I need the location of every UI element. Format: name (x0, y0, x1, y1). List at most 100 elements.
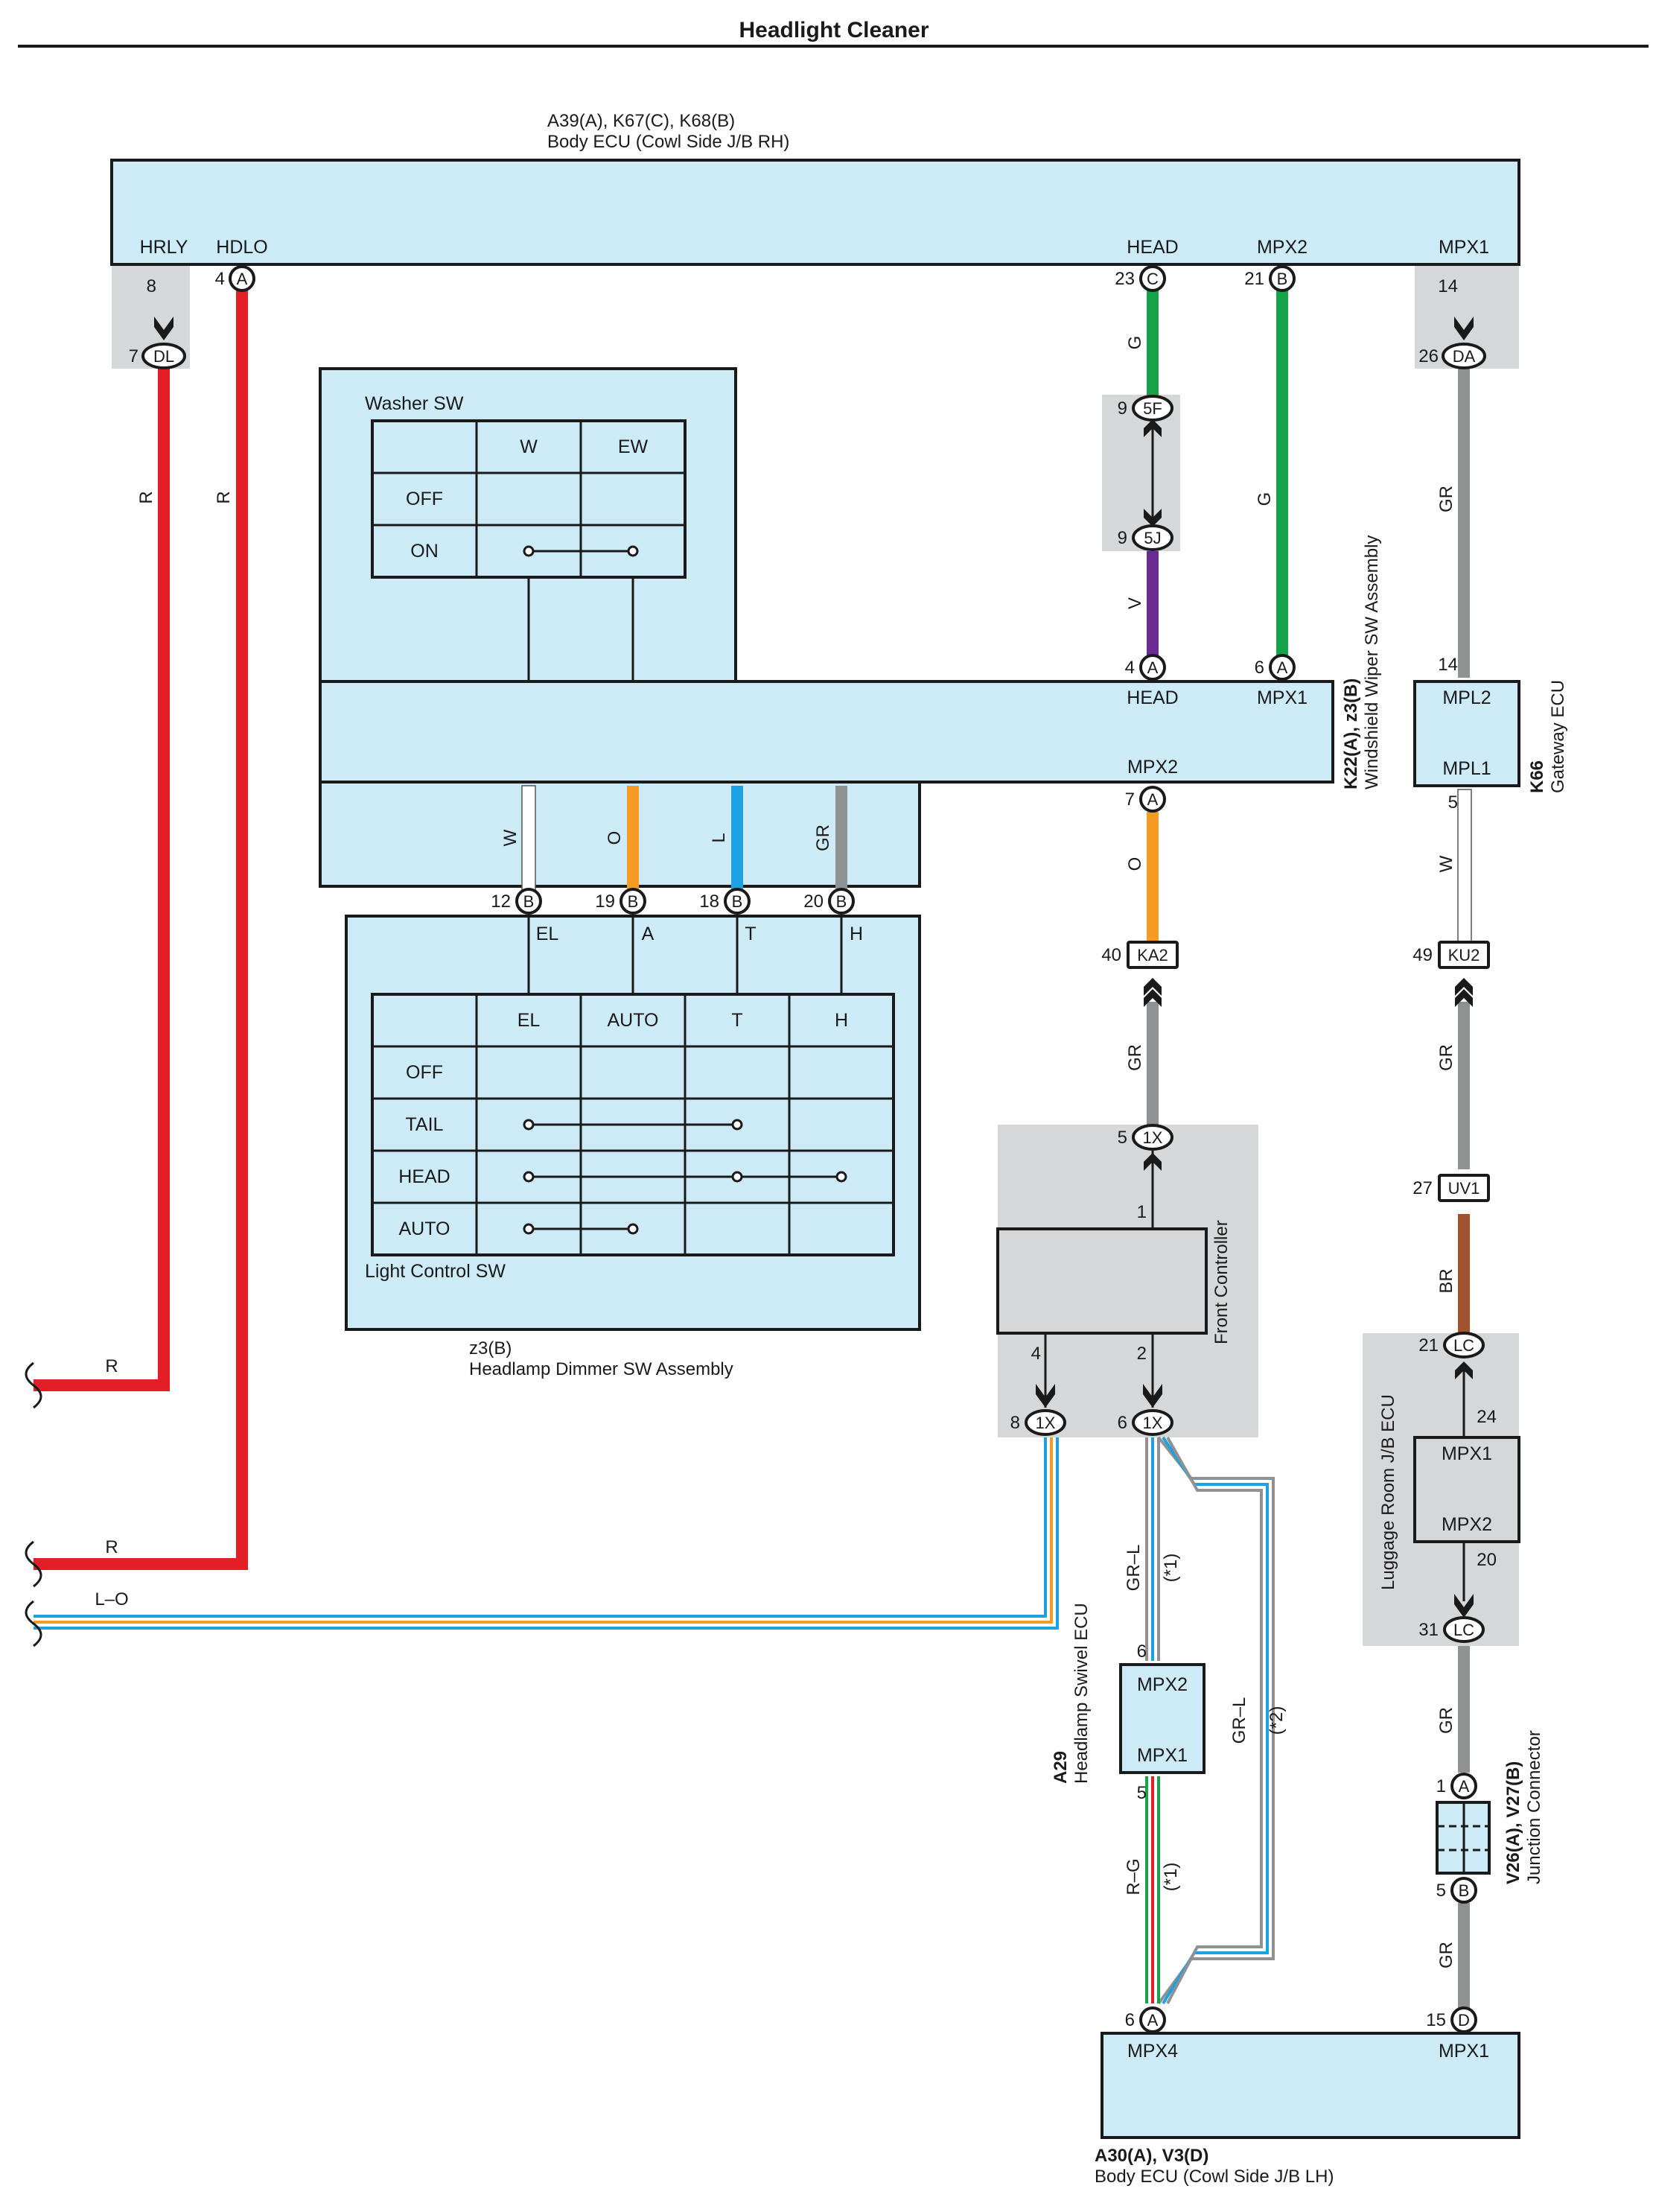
connector-letters: DL A C B DA 5F 5J A A A B B B B KA2 KU2 … (153, 270, 1480, 2030)
conn-a2 (1139, 654, 1166, 681)
cl-b1: B (1277, 270, 1288, 288)
cl-a1: A (237, 270, 248, 288)
body-ecu-rh-ref: A39(A), K67(C), K68(B) (547, 111, 735, 131)
arrow-ka2 (1144, 978, 1162, 1007)
pin-numbers: 8 7 4 23 21 14 26 9 9 4 6 14 7 5 12 19 1… (129, 269, 1497, 2030)
pin-6: 6 (1255, 658, 1264, 678)
pin-24: 24 (1477, 1407, 1497, 1427)
conn-ku2 (1438, 941, 1490, 969)
lc-term-h: H (850, 924, 863, 944)
cl-uv1: UV1 (1448, 1179, 1480, 1198)
connectors (141, 265, 1490, 2033)
cl-b3: B (628, 892, 639, 911)
conn-uv1 (1438, 1174, 1490, 1202)
pin-8: 8 (147, 276, 156, 296)
conn-lc1 (1443, 1332, 1485, 1358)
cl-b4: B (732, 892, 743, 911)
wlbl-r4: R (105, 1537, 118, 1557)
swivel-term-mpx1: MPX1 (1137, 1745, 1188, 1766)
conn-b2 (515, 888, 542, 915)
cl-lc1: LC (1453, 1336, 1474, 1355)
gateway-term-mpl2: MPL2 (1442, 687, 1491, 708)
luggage-ecu (1413, 1436, 1520, 1543)
washer-row-off: OFF (406, 489, 443, 509)
arrow-ku2 (1455, 978, 1473, 1007)
break-marks (25, 1361, 42, 1647)
shade-5f5j (1102, 395, 1180, 551)
junction-name: Junction Connector (1524, 1730, 1544, 1884)
conn-d (1450, 2006, 1477, 2033)
arrow-5f (1144, 419, 1162, 437)
cl-1x-a: 1X (1143, 1128, 1163, 1147)
washer-on-contact (523, 545, 639, 557)
dimmer-ref: z3(B) (469, 1338, 512, 1358)
lc-row-tail: TAIL (406, 1114, 444, 1135)
lc-term-a: A (642, 924, 654, 944)
pin-26: 26 (1418, 346, 1439, 366)
junction-connector (1436, 1801, 1491, 1875)
wire-red-hrly (34, 369, 170, 1391)
wlbl-grl2: GR–L (1229, 1697, 1249, 1744)
gateway-name: Gateway ECU (1548, 680, 1568, 793)
wlbl-n1: (*1) (1161, 1554, 1181, 1583)
pin-6d: 6 (1125, 2010, 1135, 2030)
conn-a4 (1139, 786, 1166, 813)
conn-b3 (620, 888, 646, 915)
pin-21b: 21 (1418, 1335, 1439, 1356)
wlbl-o1: O (605, 831, 625, 845)
conn-b1 (1269, 265, 1296, 292)
conn-b6 (1450, 1877, 1477, 1904)
pin-12: 12 (491, 892, 511, 912)
wlbl-r1: R (136, 491, 156, 503)
wlbl-gr2: GR (813, 824, 833, 851)
cl-lc2: LC (1453, 1621, 1474, 1639)
wire-lo-stripe (34, 1437, 1053, 1624)
arrow-marks (154, 317, 1474, 1618)
pin-4: 4 (215, 269, 225, 289)
lc-row-head: HEAD (398, 1166, 450, 1187)
wlbl-gr-lower1: R–G (1124, 1858, 1144, 1895)
cl-a4: A (1147, 790, 1159, 809)
wlbl-lo: L–O (95, 1589, 128, 1609)
conn-a6 (1139, 2006, 1166, 2033)
cl-a3: A (1277, 658, 1288, 677)
gateway-term-mpl1: MPL1 (1442, 758, 1491, 779)
pin-27: 27 (1412, 1178, 1433, 1198)
cl-c: C (1147, 270, 1159, 288)
pin-6c: 6 (1137, 1641, 1147, 1662)
pin-9b: 9 (1118, 528, 1127, 548)
arrow-hrly (154, 317, 173, 340)
pin-7: 7 (129, 346, 138, 366)
wlbl-r2: R (214, 491, 234, 503)
conn-dl (141, 343, 186, 369)
arrow-lc1 (1455, 1361, 1473, 1379)
cl-a6: A (1147, 2011, 1159, 2030)
wiper-assy-bar (319, 680, 1334, 784)
conn-da (1442, 343, 1486, 369)
wiper-assy-lower (319, 781, 921, 888)
swivel-name: Headlamp Swivel ECU (1071, 1603, 1092, 1784)
lc-row-off: OFF (406, 1062, 443, 1083)
conn-b5 (828, 888, 855, 915)
pin-2: 2 (1137, 1344, 1147, 1364)
arrow-fc-4 (1036, 1384, 1055, 1408)
luggage-name: Luggage Room J/B ECU (1378, 1394, 1398, 1590)
pin-14: 14 (1438, 276, 1458, 296)
body-ecu-lh (1101, 2032, 1520, 2139)
wlbl-r3: R (105, 1356, 118, 1376)
pin-18: 18 (699, 892, 719, 912)
lc-title: Light Control SW (365, 1261, 506, 1282)
swivel-term-mpx2: MPX2 (1137, 1674, 1188, 1695)
pin-23: 23 (1115, 269, 1135, 289)
wiper-term-mpx2: MPX2 (1127, 757, 1178, 778)
lc-col-t: T (731, 1010, 742, 1031)
conn-1x-c (1132, 1409, 1173, 1436)
lc-col-auto: AUTO (608, 1010, 659, 1031)
wiper-assy-ref: K22(A), z3(B) (1341, 678, 1361, 789)
cl-5f: 5F (1143, 399, 1162, 418)
wire-grl-2c (1166, 1437, 1263, 2004)
body-ecu-rh-name: Body ECU (Cowl Side J/B RH) (547, 132, 789, 152)
term-mpx1: MPX1 (1439, 237, 1489, 258)
wire-white (521, 785, 536, 894)
wlbl-n3: (*1) (1161, 1863, 1181, 1892)
